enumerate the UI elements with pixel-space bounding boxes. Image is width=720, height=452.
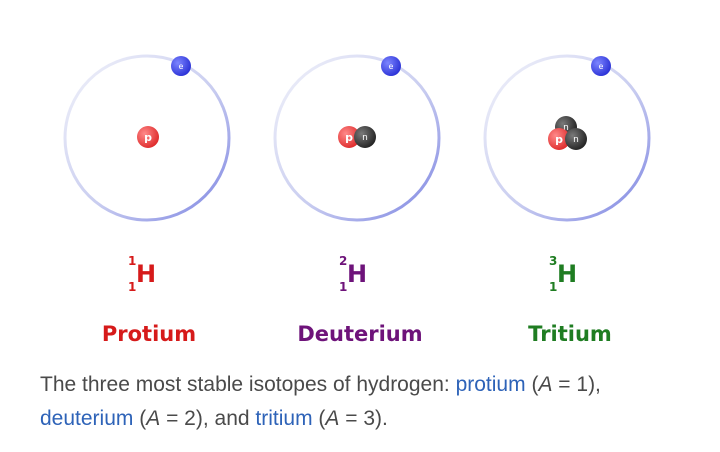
atomic-number-protium: 1 xyxy=(128,280,137,294)
atom-protium: p e xyxy=(63,54,231,222)
atom-tritium: n p n e xyxy=(483,54,651,222)
neutron-deuterium xyxy=(354,126,376,148)
label-deuterium: Deuterium xyxy=(297,322,423,346)
mass-number-variable: A xyxy=(325,407,340,430)
deuterium-link[interactable]: deuterium xyxy=(40,407,134,430)
proton-label-tritium: p xyxy=(555,133,563,146)
caption-intro: The three most stable isotopes of hydrog… xyxy=(40,373,456,396)
symbol-protium: 1 1 H xyxy=(116,252,176,296)
orbit-tritium xyxy=(483,54,651,222)
neutron-label-top-tritium: n xyxy=(563,123,569,133)
mass-number-variable: A xyxy=(538,373,553,396)
caption-text: ( xyxy=(312,407,326,430)
electron-label-tritium: e xyxy=(599,62,604,71)
protium-link[interactable]: protium xyxy=(455,373,526,396)
element-symbol-protium: H xyxy=(136,260,157,288)
neutron-bottom-tritium xyxy=(565,128,587,150)
mass-number-protium: 1 xyxy=(128,254,137,268)
orbit-protium xyxy=(63,54,231,222)
caption-text: = 3). xyxy=(339,407,388,430)
tritium-link[interactable]: tritium xyxy=(255,407,313,430)
label-tritium: Tritium xyxy=(528,322,612,346)
electron-tritium xyxy=(591,56,611,76)
electron-label-deuterium: e xyxy=(389,62,394,71)
element-symbol-deuterium: H xyxy=(347,260,368,288)
atom-deuterium: p n e xyxy=(273,54,441,222)
mass-number-tritium: 3 xyxy=(549,254,558,268)
neutron-label-bottom-tritium: n xyxy=(573,135,579,145)
atomic-number-tritium: 1 xyxy=(549,280,558,294)
neutron-label-deuterium: n xyxy=(362,133,368,143)
electron-protium xyxy=(171,56,191,76)
symbol-tritium: 3 1 H xyxy=(537,252,597,296)
electron-deuterium xyxy=(381,56,401,76)
figure-caption: The three most stable isotopes of hydrog… xyxy=(40,368,700,436)
caption-text: = 1), xyxy=(552,373,601,396)
mass-number-deuterium: 2 xyxy=(339,254,348,268)
label-protium: Protium xyxy=(101,322,197,346)
element-symbol-tritium: H xyxy=(557,260,578,288)
caption-text: ( xyxy=(525,373,539,396)
symbol-deuterium: 2 1 H xyxy=(327,252,387,296)
proton-label-deuterium: p xyxy=(345,131,353,144)
proton-label-protium: p xyxy=(144,131,152,144)
caption-text: = 2), and xyxy=(160,407,256,430)
mass-number-variable: A xyxy=(146,407,161,430)
electron-label-protium: e xyxy=(179,62,184,71)
proton-deuterium xyxy=(338,126,360,148)
proton-protium xyxy=(137,126,159,148)
atomic-number-deuterium: 1 xyxy=(339,280,348,294)
caption-text: ( xyxy=(133,407,147,430)
proton-tritium xyxy=(548,128,570,150)
orbit-deuterium xyxy=(273,54,441,222)
